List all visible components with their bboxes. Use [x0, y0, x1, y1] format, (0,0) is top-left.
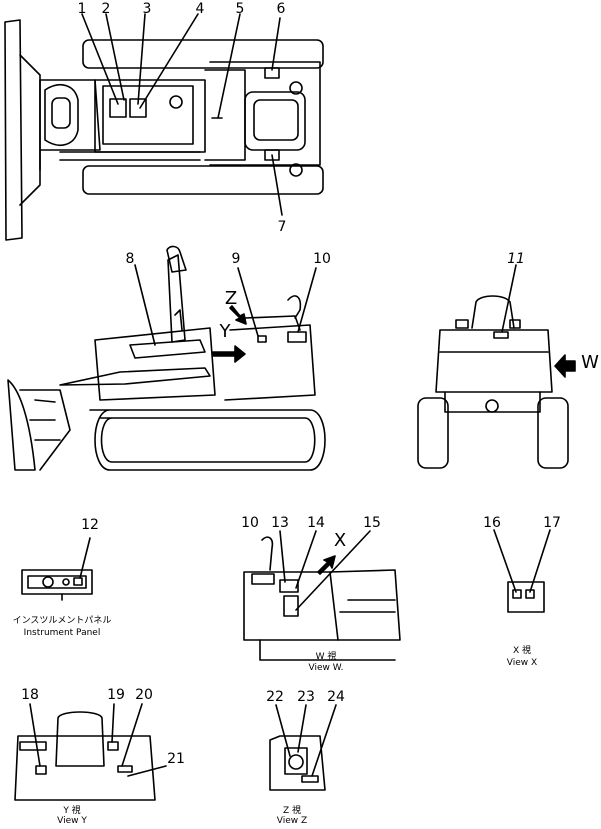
callout-12: 12 [81, 517, 99, 533]
view-arrow-w-label: W [581, 352, 599, 373]
view-x-caption-en: View X [506, 658, 538, 668]
callout-11: 11 [507, 251, 525, 267]
view-w-caption-jp: W 視 [315, 652, 337, 662]
callout-24: 24 [327, 689, 345, 705]
view-w-caption-en: View W. [308, 663, 344, 673]
callout-20: 20 [135, 687, 153, 703]
callout-5: 5 [235, 1, 245, 17]
callout-8: 8 [125, 251, 135, 267]
view-y-caption-en: View Y [57, 816, 87, 826]
view-arrow-y-label: Y [219, 321, 231, 342]
callout-4: 4 [195, 1, 205, 17]
callout-18: 18 [21, 687, 39, 703]
callout-6: 6 [276, 1, 286, 17]
callout-1: 1 [77, 1, 87, 17]
instrument-panel-caption-en: Instrument Panel [23, 628, 101, 638]
callout-2: 2 [101, 1, 111, 17]
callout-17: 17 [543, 515, 561, 531]
instrument-panel-caption-jp: インスツルメントパネル [12, 616, 112, 626]
callout-13: 13 [271, 515, 289, 531]
view-x-drawing [493, 529, 551, 613]
callout-16: 16 [483, 515, 501, 531]
view-x-caption-jp: X 視 [512, 646, 532, 656]
callout-23: 23 [297, 689, 315, 705]
callout-10-view-w: 10 [241, 515, 259, 531]
view-y-caption-jp: Y 視 [63, 806, 81, 816]
view-w-drawing [243, 530, 401, 661]
callout-9: 9 [231, 251, 241, 267]
view-z-caption-jp: Z 視 [282, 806, 302, 816]
side-view-drawing [7, 245, 326, 471]
rear-view-drawing [417, 264, 576, 469]
callout-10: 10 [313, 251, 331, 267]
callout-22: 22 [266, 689, 284, 705]
view-z-drawing [269, 704, 337, 791]
view-z-caption-en: View Z [276, 816, 308, 826]
callout-3: 3 [142, 1, 152, 17]
callout-14: 14 [307, 515, 325, 531]
instrument-panel-drawing [21, 537, 93, 601]
view-arrow-z-label: Z [224, 288, 238, 309]
view-y-drawing [14, 703, 167, 801]
view-arrow-x-label: X [333, 530, 347, 551]
callout-15: 15 [363, 515, 381, 531]
callout-7: 7 [277, 219, 287, 235]
top-view-drawing [4, 13, 324, 241]
callout-19: 19 [107, 687, 125, 703]
callout-21: 21 [167, 751, 185, 767]
